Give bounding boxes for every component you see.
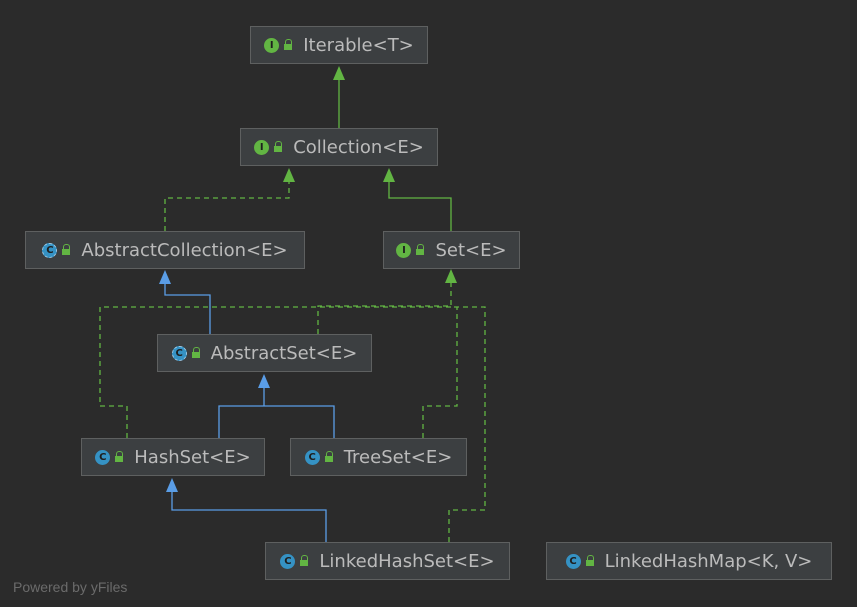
edge-hashset-treeset-abstractset <box>218 374 335 438</box>
lock-icon <box>299 555 309 567</box>
edge-collection-iterable <box>333 66 345 128</box>
class-icon: C <box>565 553 581 569</box>
node-linked-hash-map[interactable]: C LinkedHashMap<K, V> <box>546 542 832 580</box>
node-set[interactable]: I Set<E> <box>383 231 520 269</box>
node-tree-set[interactable]: C TreeSet<E> <box>290 438 467 476</box>
node-iterable[interactable]: I Iterable<T> <box>250 26 428 64</box>
abstract-class-icon: C <box>42 242 58 258</box>
node-hash-set[interactable]: C HashSet<E> <box>81 438 265 476</box>
node-linked-hash-set[interactable]: C LinkedHashSet<E> <box>265 542 510 580</box>
lock-icon <box>273 141 283 153</box>
node-label: Iterable<T> <box>303 34 414 56</box>
watermark: Powered by yFiles <box>13 579 128 595</box>
interface-icon: I <box>264 37 280 53</box>
node-label: LinkedHashMap<K, V> <box>604 550 813 572</box>
edge-abstractset-abstractcollection <box>159 270 211 334</box>
lock-icon <box>61 244 71 256</box>
lock-icon <box>191 347 201 359</box>
edge-linkedhashset-set <box>448 306 486 542</box>
node-label: AbstractSet<E> <box>210 342 358 364</box>
node-label: Set<E> <box>435 239 507 261</box>
node-collection[interactable]: I Collection<E> <box>240 128 438 166</box>
node-label: TreeSet<E> <box>343 446 453 468</box>
class-icon: C <box>95 449 111 465</box>
class-icon: C <box>304 449 320 465</box>
interface-icon: I <box>396 242 412 258</box>
lock-icon <box>585 555 595 567</box>
node-label: HashSet<E> <box>134 446 251 468</box>
lock-icon <box>324 451 334 463</box>
lock-icon <box>415 244 425 256</box>
abstract-class-icon: C <box>171 345 187 361</box>
interface-icon: I <box>254 139 270 155</box>
edge-linkedhashset-hashset <box>166 478 327 542</box>
node-label: AbstractCollection<E> <box>81 239 288 261</box>
lock-icon <box>114 451 124 463</box>
edge-abstractset-set <box>317 269 457 334</box>
node-abstract-set[interactable]: C AbstractSet<E> <box>157 334 372 372</box>
edge-treeset-set <box>422 307 458 438</box>
edge-set-collection <box>383 168 452 231</box>
class-icon: C <box>280 553 296 569</box>
node-label: Collection<E> <box>293 136 424 158</box>
edge-hashset-set <box>99 306 451 438</box>
node-abstract-collection[interactable]: C AbstractCollection<E> <box>25 231 305 269</box>
edge-abstractcollection-collection <box>164 168 295 231</box>
lock-icon <box>283 39 293 51</box>
node-label: LinkedHashSet<E> <box>319 550 495 572</box>
